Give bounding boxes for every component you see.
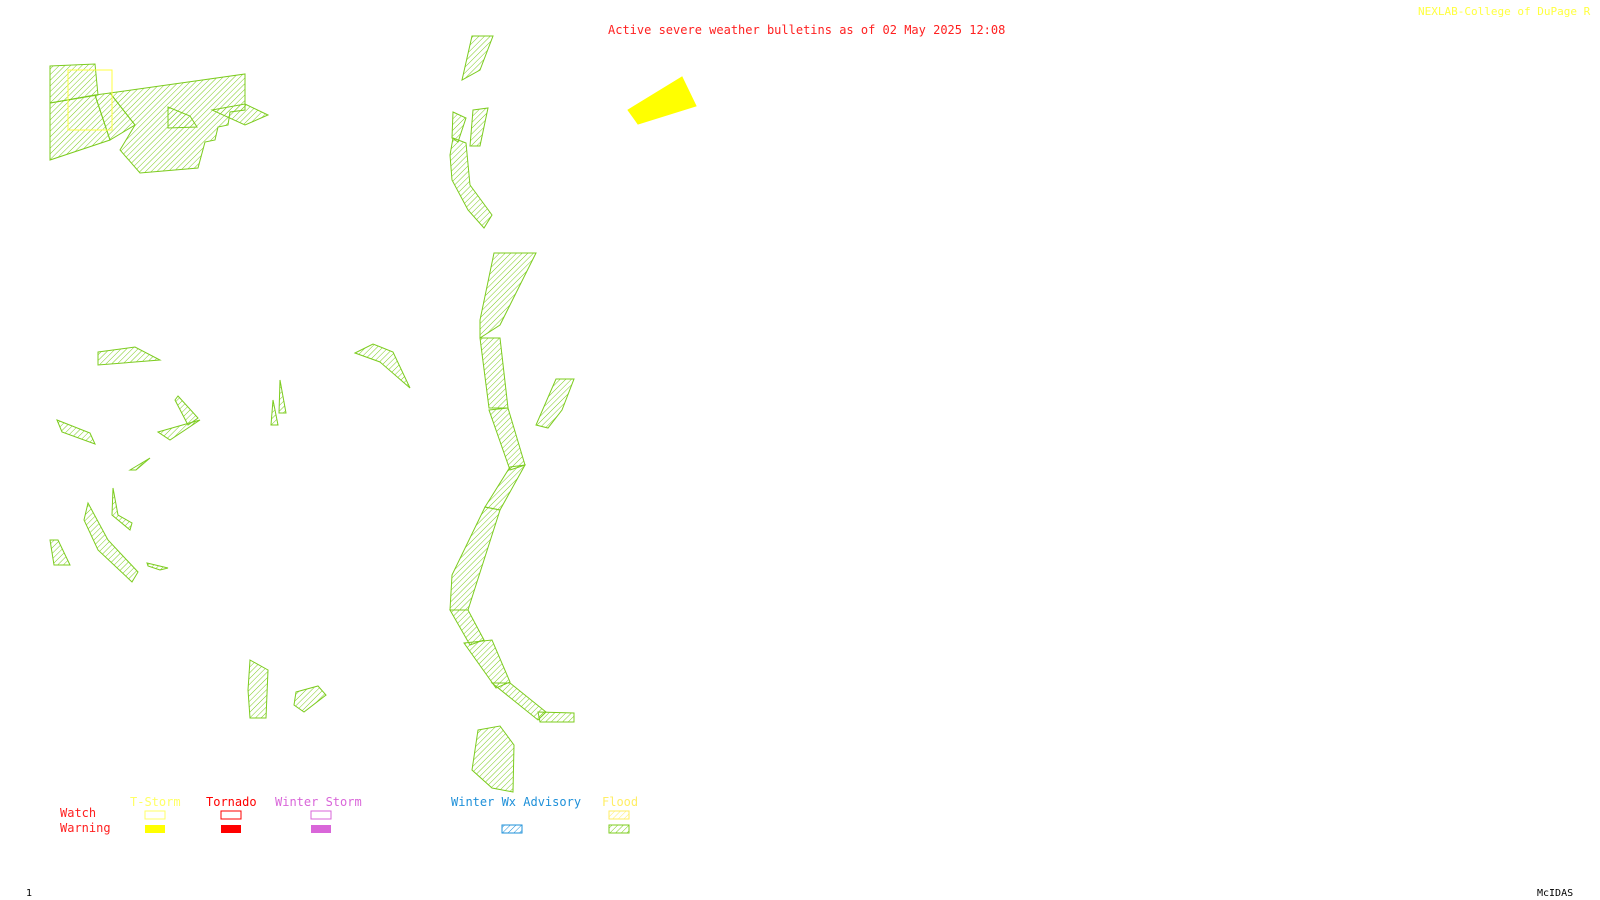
tstorm-warning-polygons (67, 69, 697, 131)
flood-polygon (128, 457, 151, 471)
winter-storm-watch-swatch (310, 810, 332, 820)
flood-polygon (278, 379, 287, 414)
flood-polygon (270, 399, 279, 426)
flood-polygon (174, 395, 199, 426)
flood-polygon (488, 407, 526, 471)
credit-label: NEXLAB-College of DuPage R (1418, 5, 1591, 18)
tstorm-warning-swatch (145, 825, 165, 833)
flood-polygon (167, 106, 198, 129)
legend-flood-label: Flood (602, 795, 639, 809)
flood-watch-swatch (608, 810, 630, 820)
tornado-watch-swatch (220, 810, 242, 820)
frame-number: 1 (26, 888, 33, 899)
tstorm-watch-outline (67, 69, 113, 131)
flood-polygon (353, 343, 411, 389)
flood-polygon (535, 378, 575, 429)
flood-polygon (479, 337, 509, 409)
flood-polygon (463, 639, 511, 689)
flood-polygon (49, 539, 71, 566)
flood-polygon (451, 111, 467, 143)
flood-polygon (471, 725, 515, 793)
winter-storm-warning-swatch (311, 825, 331, 833)
legend-tornado-label: Tornado (206, 795, 257, 809)
flood-polygon (479, 252, 537, 339)
flood-polygon (490, 682, 547, 721)
flood-polygon (156, 419, 201, 441)
flood-polygon (146, 562, 169, 571)
legend-swatches (144, 810, 630, 834)
tstorm-watch-swatch (144, 810, 166, 820)
flood-polygon (469, 107, 489, 147)
software-label: McIDAS (1537, 888, 1574, 899)
winter-advisory-swatch (501, 824, 523, 834)
flood-polygon (56, 419, 96, 445)
flood-polygon (210, 103, 270, 126)
legend-warning-row-label: Warning (60, 821, 111, 835)
flood-polygon (449, 609, 485, 646)
flood-polygon (97, 346, 162, 366)
legend-winter-storm-label: Winter Storm (275, 795, 362, 809)
flood-polygon (247, 659, 269, 719)
tornado-warning-swatch (221, 825, 241, 833)
flood-warning-polygons (49, 35, 575, 793)
flood-polygon (537, 711, 575, 723)
flood-polygon (449, 137, 493, 229)
flood-polygon (484, 464, 526, 511)
tstorm-warning-polygon (627, 76, 697, 125)
flood-polygon (461, 35, 494, 81)
legend-winter-advisory-label: Winter Wx Advisory (451, 795, 582, 809)
flood-warning-swatch (608, 824, 630, 834)
flood-polygon (449, 506, 501, 611)
legend-tstorm-label: T-Storm (130, 795, 181, 809)
map-title: Active severe weather bulletins as of 02… (608, 23, 1006, 37)
flood-polygon (293, 685, 327, 713)
flood-polygon (83, 501, 139, 583)
legend-watch-row-label: Watch (60, 806, 97, 820)
flood-polygon (111, 487, 133, 531)
